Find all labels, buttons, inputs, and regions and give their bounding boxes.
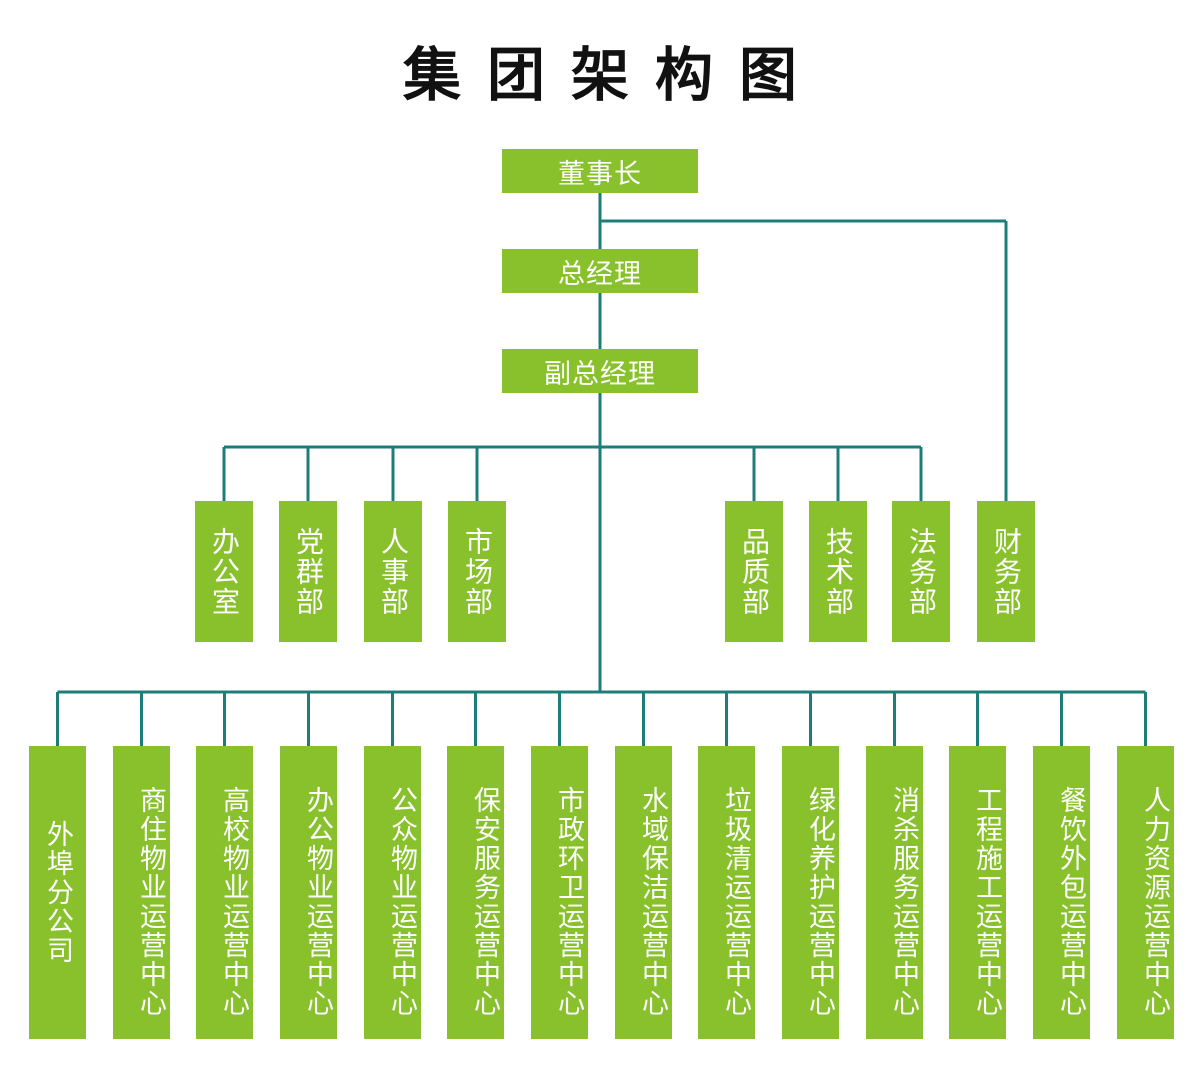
center-box: 人力资源运营中心 [1117,746,1174,1039]
dept-box-party: 党群部 [279,501,337,642]
center-box: 垃圾清运运营中心 [698,746,755,1039]
center-box: 保安服务运营中心 [447,746,504,1039]
center-box: 餐饮外包运营中心 [1033,746,1090,1039]
center-box: 工程施工运营中心 [949,746,1006,1039]
dept-box-market: 市场部 [448,501,506,642]
center-box: 绿化养护运营中心 [782,746,839,1039]
dept-box-quality: 品质部 [725,501,783,642]
box-chairman: 董事长 [502,149,698,193]
dept-box-finance: 财务部 [977,501,1035,642]
center-box: 高校物业运营中心 [196,746,253,1039]
dept-box-hr: 人事部 [364,501,422,642]
center-box: 水域保洁运营中心 [615,746,672,1039]
center-box: 办公物业运营中心 [280,746,337,1039]
center-box: 消杀服务运营中心 [866,746,923,1039]
center-box: 市政环卫运营中心 [531,746,588,1039]
box-deputy-general-manager: 副总经理 [502,349,698,393]
center-box: 商住物业运营中心 [113,746,170,1039]
page-title: 集团架构图 [402,41,823,109]
dept-box-office: 办公室 [195,501,253,642]
dept-box-legal: 法务部 [892,501,950,642]
center-box: 外埠分公司 [29,746,86,1039]
center-box: 公众物业运营中心 [364,746,421,1039]
box-general-manager: 总经理 [502,249,698,293]
dept-box-tech: 技术部 [809,501,867,642]
